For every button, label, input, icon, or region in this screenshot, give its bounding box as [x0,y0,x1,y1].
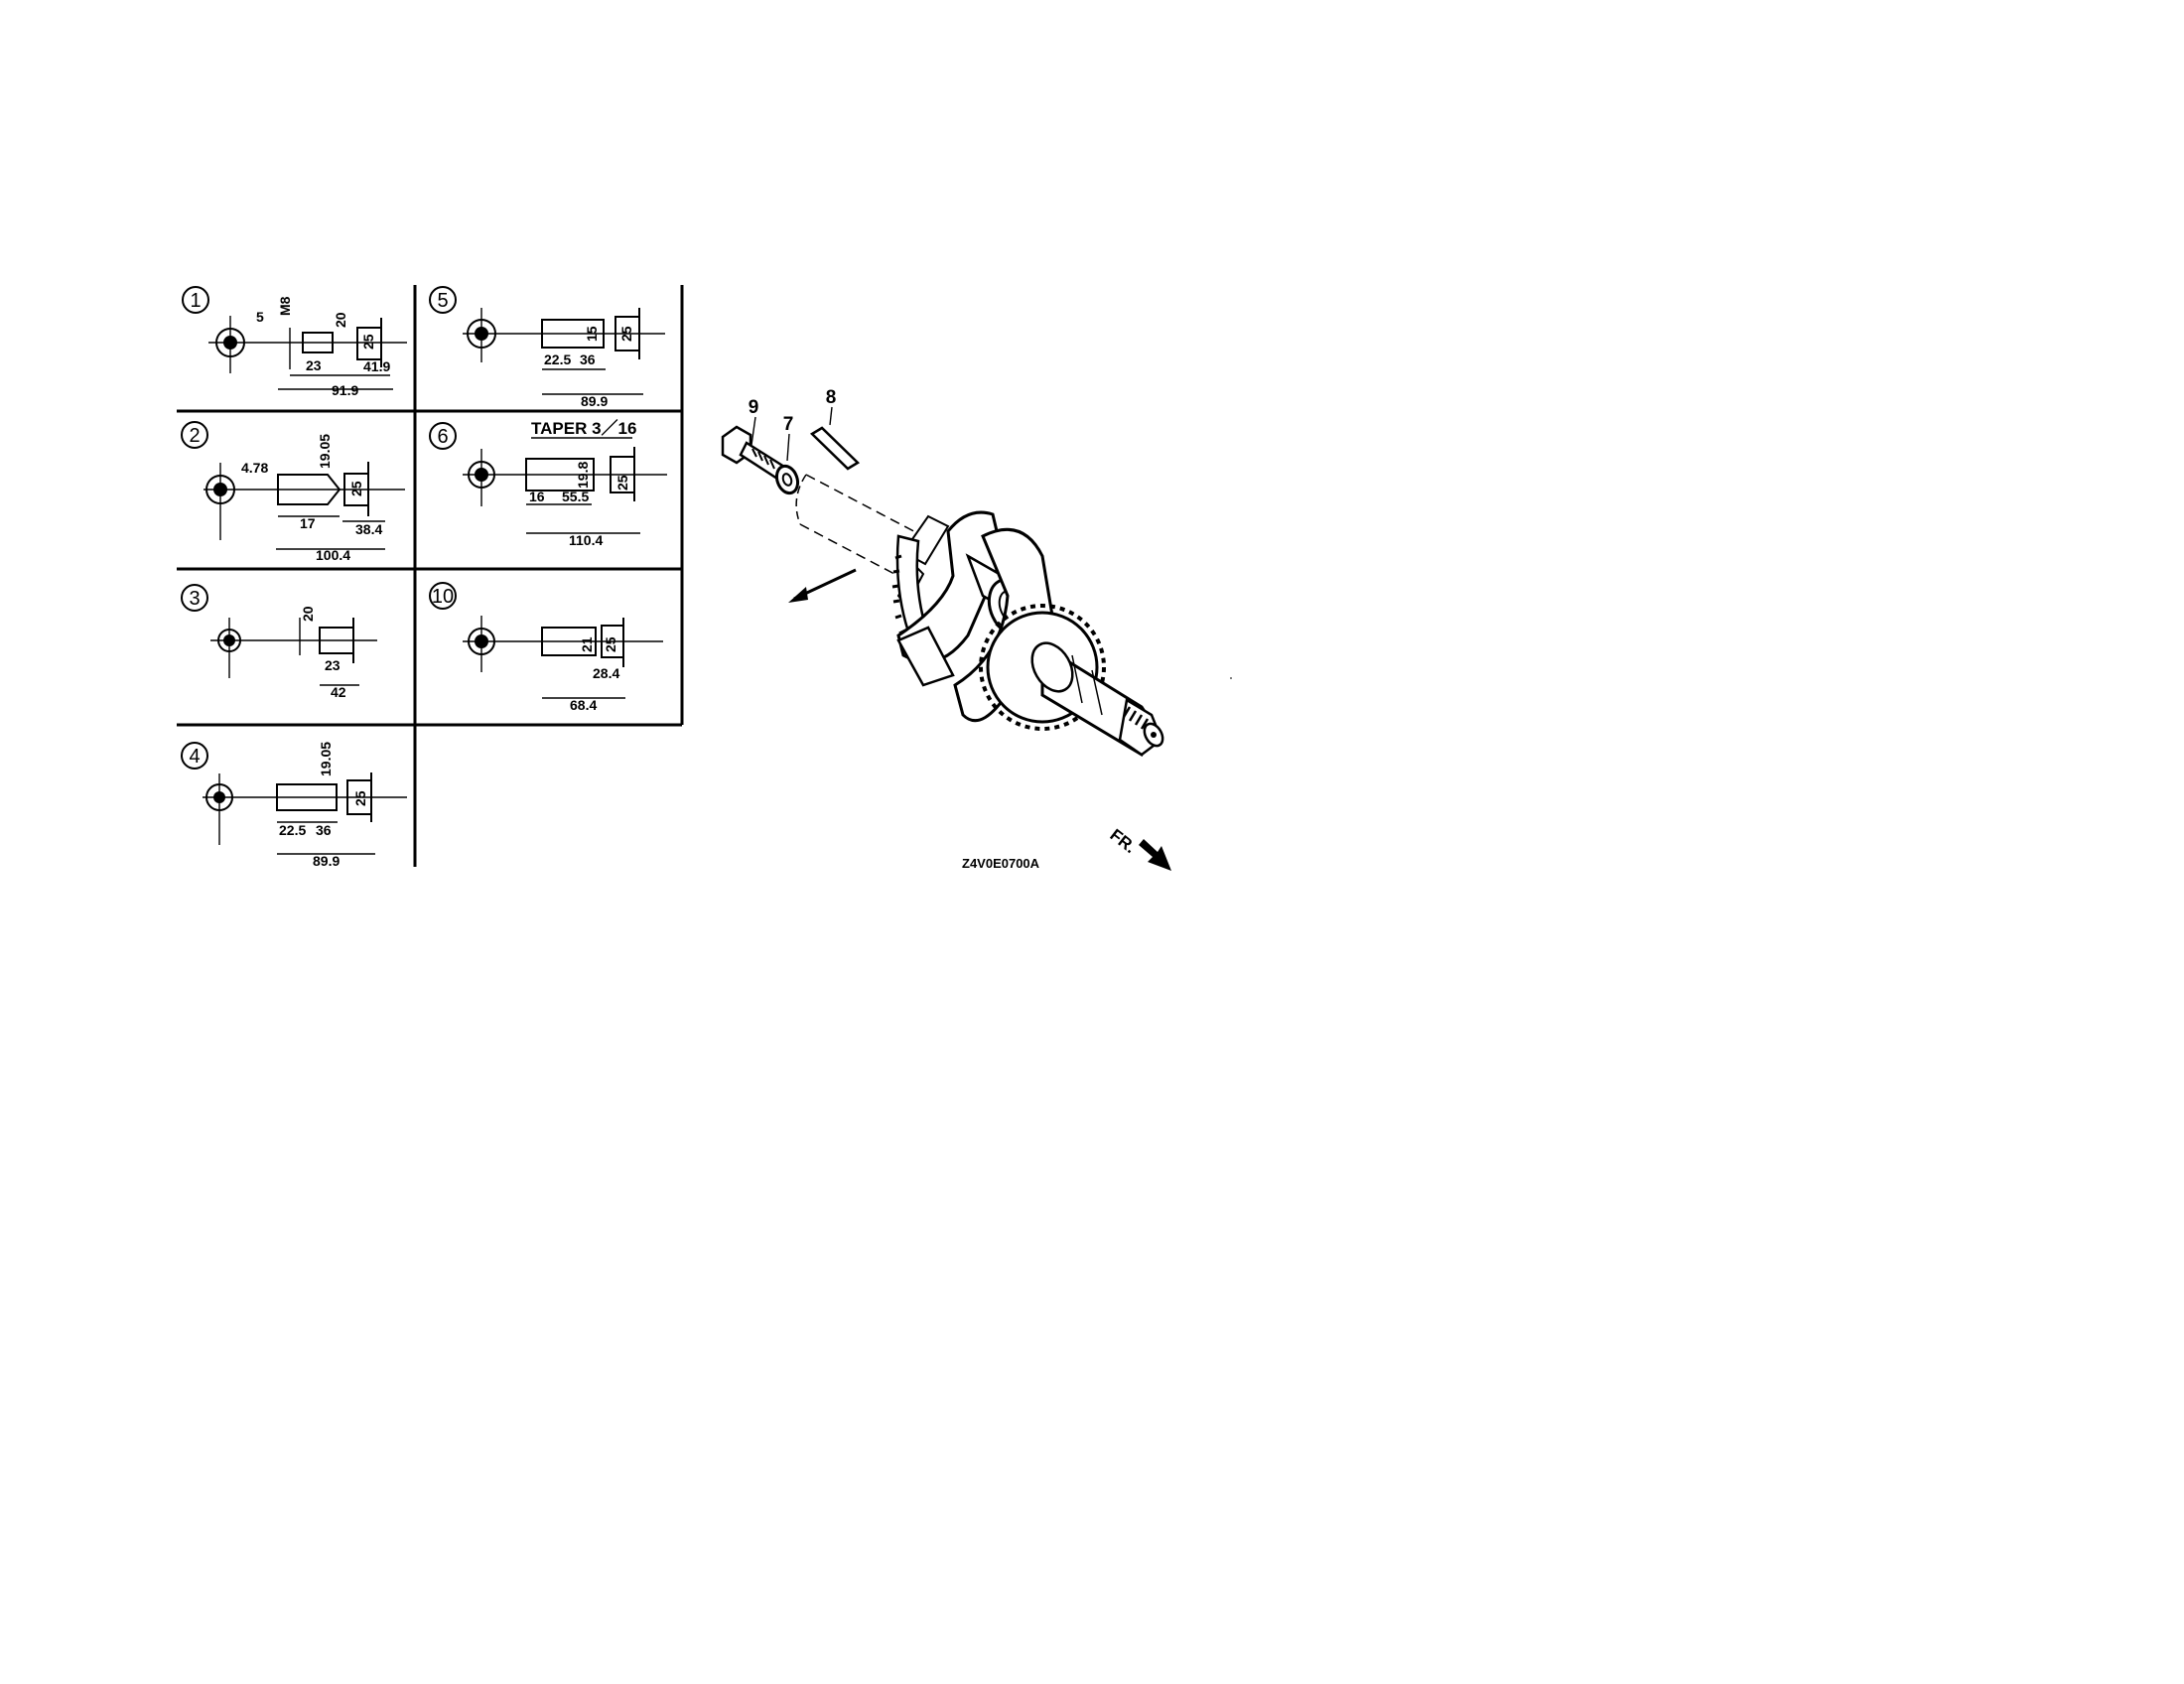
dim-text: 100.4 [316,547,350,563]
callout-7: 7 [783,414,794,435]
panel-number-circle [181,742,208,770]
dim-text: 36 [580,351,596,367]
dim-text: 36 [316,822,332,838]
front-direction-arrow: FR. [1107,825,1171,871]
panel-number-circle [429,582,457,610]
shaft-body [541,627,597,656]
dim-text: 25 [360,334,376,350]
dim-text: 25 [348,481,364,496]
panel-2: 2 4.78 19.05 25 17 38.4 100.4 [181,421,405,563]
shaft-body [525,458,595,491]
dim-text: 19.05 [317,434,333,469]
dim-text: M8 [277,296,293,316]
dim-text: 22.5 [279,822,306,838]
diagram-code: Z4V0E0700A [962,856,1040,871]
panel-number: 5 [437,290,448,312]
dim-text: 28.4 [593,665,619,681]
panel-number-circle [429,286,457,314]
dim-text: 41.9 [363,358,390,374]
panel-number: 3 [189,588,200,610]
dim-text: 110.4 [569,532,603,548]
panel-number-circle [181,421,208,449]
panel-5: 5 15 25 22.5 36 89.9 [429,286,665,409]
crankshaft-part [891,510,1164,758]
dim-text: 91.9 [332,382,358,398]
dim-text: 23 [306,357,322,373]
panel-number-circle [181,584,208,612]
key-part [809,426,861,471]
panel-3: 3 20 23 42 [181,584,377,700]
dim-text: 4.78 [241,460,268,476]
shaft-keyway [302,332,334,353]
panel-number: 4 [189,746,200,768]
bolt-part [721,425,786,481]
dim-text: 89.9 [581,393,608,409]
taper-label: TAPER 3／16 [531,418,636,438]
dim-text: 23 [325,657,341,673]
variant-grid [177,285,684,867]
callout-9: 9 [749,397,759,418]
shaft-body [276,783,338,811]
dim-text: 68.4 [570,697,597,713]
callout-8: 8 [826,387,837,408]
dim-text: 55.5 [562,489,589,504]
panel-number-circle [429,422,457,450]
panel-6: 6 TAPER 3／16 19.8 25 16 55.5 110.4 [429,418,667,548]
dim-text: 19.8 [575,462,591,489]
panel-number-circle [182,286,209,314]
dim-text: 19.05 [318,742,334,776]
dim-text: 15 [584,326,600,342]
shaft-body [277,474,341,505]
panel-1: 1 5 M8 20 25 23 41.9 91.9 [182,286,407,398]
dim-text: 22.5 [544,351,571,367]
dim-text: 89.9 [313,853,340,869]
panel-4: 4 19.05 25 22.5 36 89.9 [181,742,407,869]
dim-text: 38.4 [355,521,382,537]
dim-text: 25 [352,790,368,806]
dim-text: 21 [579,636,595,652]
panel-number: 2 [189,425,200,447]
direction-label: FR. [1107,825,1140,857]
dim-text: 25 [614,475,630,491]
dim-text: 20 [333,312,348,328]
shaft-body [541,319,605,349]
dim-text: 20 [300,606,316,622]
dim-text: 16 [529,489,545,504]
panel-10: 10 21 25 28.4 68.4 [429,582,663,713]
crankshaft-exploded-view: 9 7 8 [721,387,1171,871]
panel-number: 6 [437,426,448,448]
panel-number: 1 [190,290,201,312]
dim-text: 17 [300,515,316,531]
dim-text: 42 [331,684,346,700]
panel-number: 10 [432,586,454,608]
dim-text: 25 [603,636,618,652]
dim-text: 5 [256,309,264,325]
washer-part [774,464,800,495]
dim-text: 25 [618,326,634,342]
